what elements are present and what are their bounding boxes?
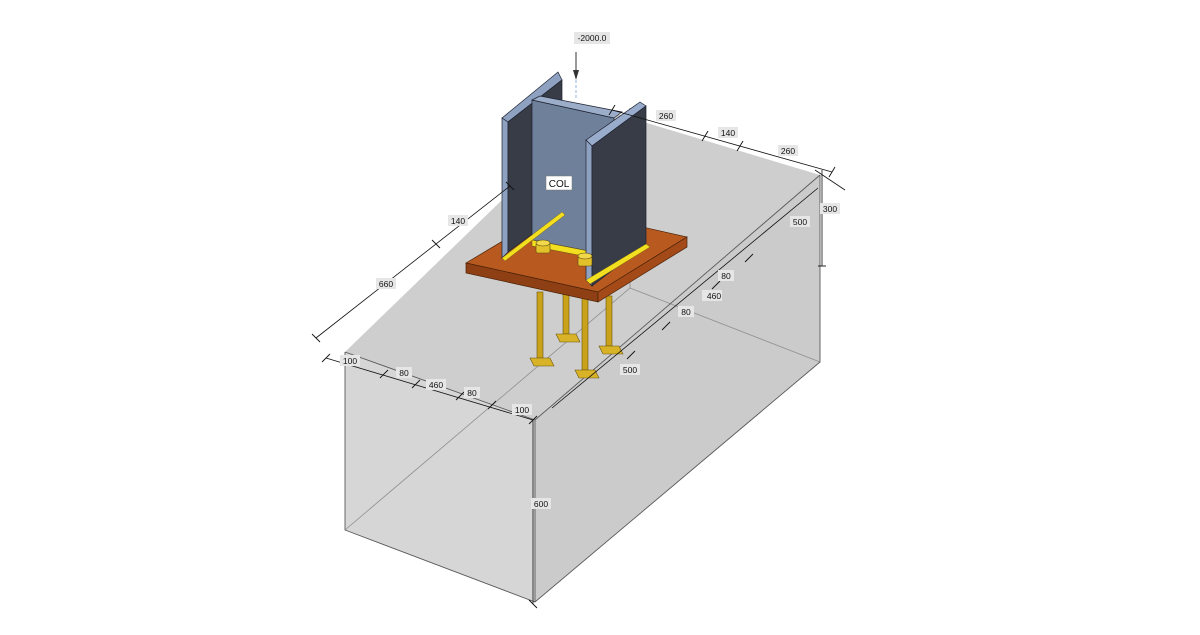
dim-top-260-a: 260 xyxy=(659,111,673,121)
flange-weld-front xyxy=(585,243,651,285)
dim-front-100-b: 100 xyxy=(515,405,529,415)
dim-top-260-b: 260 xyxy=(781,146,795,156)
plate-right-face xyxy=(597,236,688,303)
dim-right-500-lower: 500 xyxy=(623,365,637,375)
dimension-top-chain: 260 140 260 xyxy=(608,104,836,178)
dim-left-660: 660 xyxy=(379,279,393,289)
load-arrow: -2000.0 xyxy=(573,32,610,100)
dim-right-460: 460 xyxy=(707,291,721,301)
anchor-nut xyxy=(535,239,551,254)
column-web-top xyxy=(530,95,623,119)
dim-height-600: 600 xyxy=(534,499,548,509)
anchor-rod xyxy=(529,291,555,367)
dimension-front-chain: 100 80 460 80 100 xyxy=(321,353,538,425)
dimension-right-chain: 500 80 460 80 500 xyxy=(551,187,819,409)
dim-top-140: 140 xyxy=(721,128,735,138)
dimension-left: 140 660 xyxy=(311,181,515,343)
anchor-bolts xyxy=(529,291,624,379)
dimension-right-300: 300 xyxy=(814,169,846,267)
anchor-rod xyxy=(598,295,624,355)
flange-weld-back xyxy=(501,211,566,262)
column xyxy=(501,71,651,287)
dim-right-300: 300 xyxy=(823,204,837,214)
member-label: COL xyxy=(545,175,573,191)
member-label-text: COL xyxy=(549,179,570,190)
anchor-rod xyxy=(555,291,581,343)
concrete-right-face xyxy=(535,175,820,602)
dim-right-80-a: 80 xyxy=(721,271,731,281)
concrete-outline xyxy=(344,175,821,603)
anchor-nut xyxy=(577,252,593,267)
dim-right-80-b: 80 xyxy=(681,307,691,317)
load-value: -2000.0 xyxy=(578,33,607,43)
dim-front-460: 460 xyxy=(429,380,443,390)
concrete-front-face xyxy=(345,352,535,602)
dim-front-80-b: 80 xyxy=(467,388,477,398)
dim-left-140: 140 xyxy=(451,216,465,226)
dim-front-100-a: 100 xyxy=(343,356,357,366)
dimension-height: 600 xyxy=(528,420,551,609)
dim-front-80-a: 80 xyxy=(399,368,409,378)
anchor-rod xyxy=(574,295,600,379)
dim-right-500-upper: 500 xyxy=(793,217,807,227)
